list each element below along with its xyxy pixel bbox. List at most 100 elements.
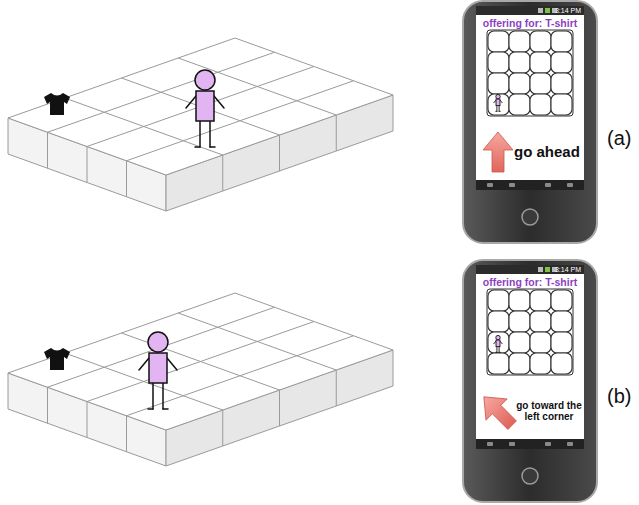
leg: [199, 121, 201, 147]
block-edge: [222, 155, 223, 191]
nav-icon: [567, 183, 573, 187]
map-cell: [530, 353, 551, 374]
person-figure: [186, 70, 224, 147]
arrow-shape: [483, 132, 513, 172]
block-edge: [47, 132, 48, 168]
tshirt-shape: [44, 348, 70, 370]
torso: [496, 99, 500, 106]
torso: [496, 340, 500, 347]
foot: [499, 111, 500, 112]
map-cell: [530, 73, 551, 94]
status-bar: [476, 265, 584, 274]
map-cell: [509, 311, 530, 332]
block-edge: [87, 147, 88, 183]
phone-screen: 3:14 PM offering for: T-shirt go toward th…: [476, 265, 584, 449]
block-edge: [47, 387, 48, 423]
map-cell: [488, 73, 509, 94]
phone-screen: 3:14 PM offering for: T-shirt go ahead: [476, 6, 584, 190]
map-cell: [488, 31, 509, 52]
block-edge: [279, 390, 280, 426]
map-cell: [509, 52, 530, 73]
foot: [496, 352, 497, 353]
map-cell: [488, 353, 509, 374]
status-time: 3:14 PM: [555, 265, 581, 274]
block-edge: [126, 416, 127, 452]
leg: [499, 347, 500, 353]
foot: [148, 408, 153, 410]
phone-screen-bg: [476, 265, 584, 449]
torso: [196, 91, 214, 121]
status-icon: [538, 8, 543, 13]
nav-icon: [509, 183, 515, 187]
map-cell: [530, 290, 551, 311]
arm: [186, 96, 196, 108]
map-cell: [488, 290, 509, 311]
map-cell: [530, 52, 551, 73]
home-button: [522, 468, 538, 484]
nav-bar: [476, 180, 584, 190]
map-cell: [509, 332, 530, 353]
head: [496, 94, 500, 98]
map-cell: [488, 332, 509, 353]
home-button: [522, 209, 538, 225]
map-cell: [488, 94, 509, 115]
person-figure: [139, 332, 177, 409]
foot: [210, 146, 215, 148]
board-top: [8, 38, 393, 175]
map-cell: [530, 311, 551, 332]
status-bar: [476, 6, 584, 15]
leg: [499, 106, 500, 112]
grid-line: [127, 81, 354, 161]
map-cell: [488, 52, 509, 73]
panel-label: (b): [607, 385, 631, 408]
status-time: 3:14 PM: [555, 6, 581, 15]
phone-screen-bg: [476, 6, 584, 190]
map-cell: [488, 311, 509, 332]
tshirt-icon: [44, 93, 70, 115]
block-edge: [222, 410, 223, 446]
map-cell: [530, 94, 551, 115]
leg: [496, 106, 497, 112]
arm: [139, 358, 149, 370]
status-icon: [545, 8, 550, 13]
torso: [149, 353, 167, 383]
map-cell: [551, 73, 572, 94]
phone-body: [463, 260, 597, 502]
arm: [214, 96, 224, 108]
status-icon: [545, 267, 550, 272]
map-cell: [509, 353, 530, 374]
map-frame: [487, 30, 573, 116]
nav-icon: [487, 183, 493, 187]
map-cell: [551, 52, 572, 73]
instruction-text: go ahead: [514, 143, 580, 161]
instruction-text: go toward the left corner: [516, 400, 582, 423]
foot: [163, 408, 168, 410]
map-cell: [551, 290, 572, 311]
person-figure: [494, 335, 502, 352]
screen-title: offering for: T-shirt: [476, 17, 584, 30]
head: [148, 332, 168, 352]
map-cell: [509, 31, 530, 52]
map-cell: [551, 94, 572, 115]
board-top: [8, 293, 393, 430]
leg: [162, 383, 164, 409]
head: [195, 70, 215, 90]
map-cell: [530, 31, 551, 52]
map-cell: [530, 332, 551, 353]
arm: [167, 358, 177, 370]
map-cell: [509, 290, 530, 311]
tshirt-shape: [44, 93, 70, 115]
phone-body: [463, 1, 597, 243]
nav-icon: [567, 442, 573, 446]
map-cell: [551, 311, 572, 332]
nav-icon: [509, 442, 515, 446]
leg: [496, 347, 497, 353]
screen-title: offering for: T-shirt: [476, 276, 584, 289]
map-cell: [509, 94, 530, 115]
block-edge: [87, 402, 88, 438]
direction-arrow: [483, 132, 513, 172]
block-edge: [126, 161, 127, 197]
block-edge: [279, 135, 280, 171]
